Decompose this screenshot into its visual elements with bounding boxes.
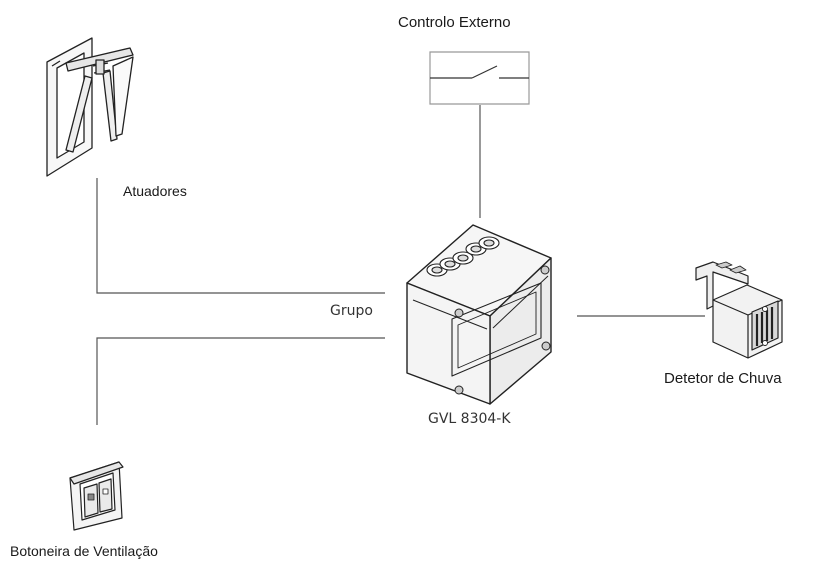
vent-button-line [96, 337, 385, 425]
connection-lines [96, 105, 705, 425]
window-actuator-icon [46, 37, 134, 177]
rain-sensor-icon [695, 261, 783, 359]
external-control-label: Controlo Externo [398, 14, 511, 31]
actuators-line [96, 178, 385, 294]
actuators-label: Atuadores [123, 183, 187, 199]
vent-button-label: Botoneira de Ventilação [10, 543, 158, 559]
controller-label: GVL 8304-K [428, 411, 511, 427]
control-box-icon [406, 224, 552, 405]
switch-icon [429, 51, 530, 105]
group-label: Grupo [330, 303, 373, 319]
wall-switch-icon [69, 461, 124, 531]
rain-detector-label: Detetor de Chuva [664, 370, 782, 387]
